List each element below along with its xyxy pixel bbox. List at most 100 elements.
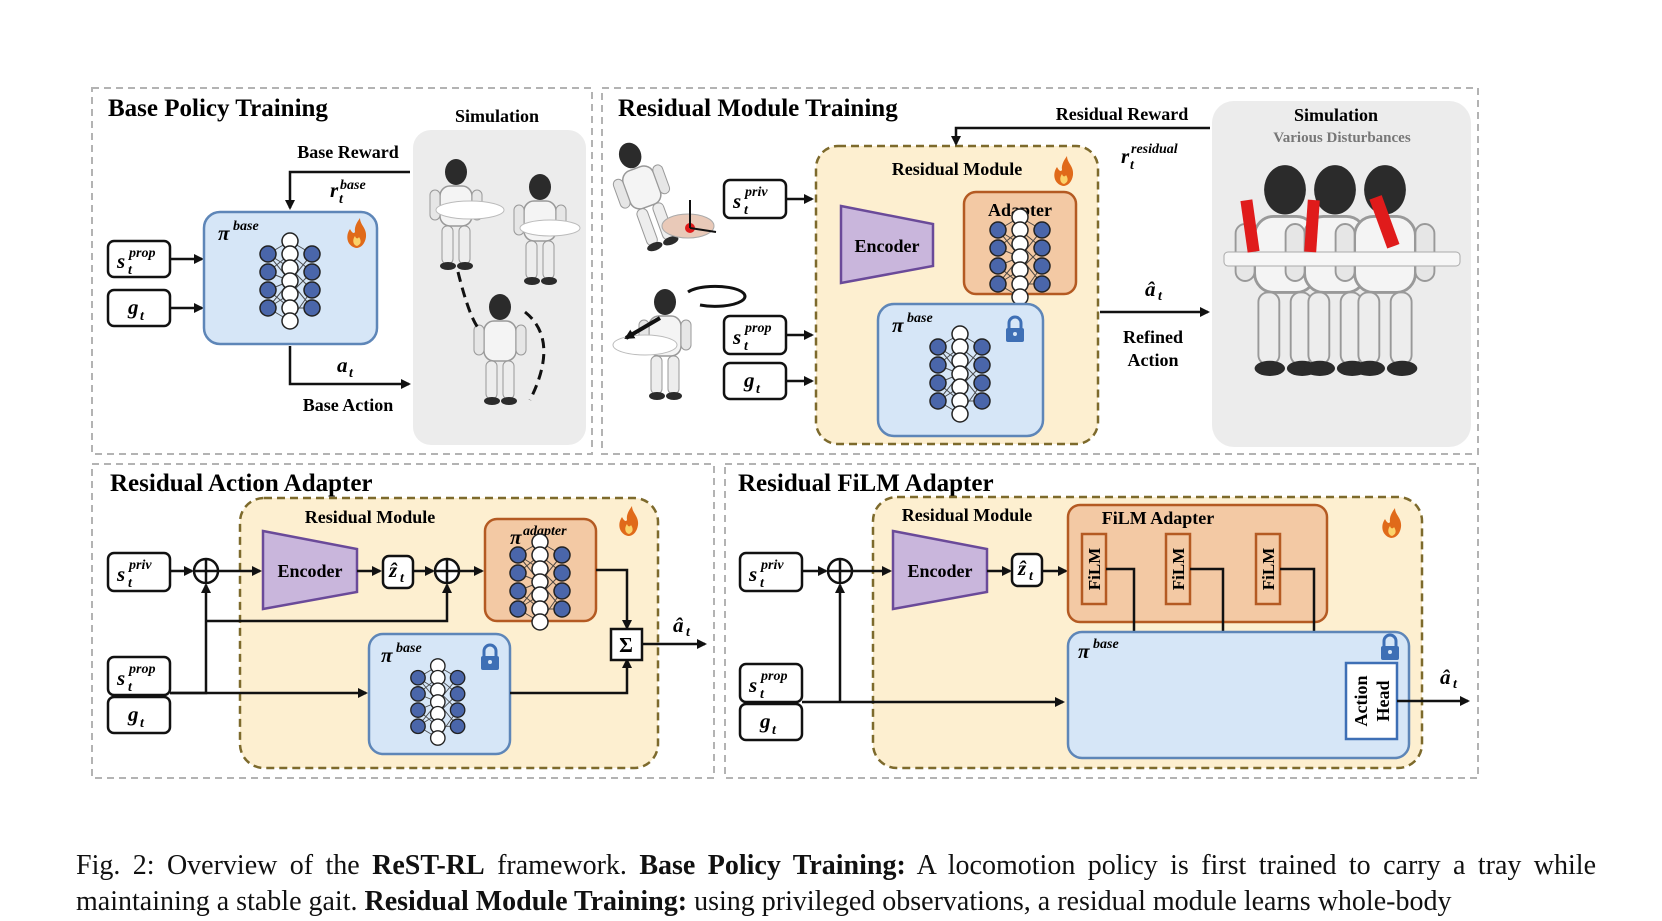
simulation-area-base [413,130,586,445]
simulation-label-residual: Simulation [1294,105,1378,125]
svg-text:base: base [907,311,933,326]
svg-text:t: t [128,263,133,278]
svg-text:t: t [744,203,749,218]
svg-text:FiLM Adapter: FiLM Adapter [1102,508,1215,528]
svg-text:π: π [381,643,393,667]
svg-text:prop: prop [128,662,155,677]
base-action-arrow [288,346,411,389]
panel-base-policy [91,87,593,455]
encoder-block [261,529,359,611]
svg-text:π: π [892,313,904,337]
svg-text:Encoder: Encoder [855,236,920,256]
svg-text:priv: priv [760,558,784,573]
svg-text:t: t [339,192,344,207]
film-block [1080,532,1108,606]
svg-text:t: t [756,382,761,397]
input-g [106,288,172,328]
svg-text:π: π [1078,639,1090,663]
svg-text:π: π [510,525,522,549]
simulation-label-base: Simulation [455,106,539,126]
panel-film-adapter [724,463,1479,779]
residual-reward-label: Residual Reward [1056,104,1189,124]
svg-text:s: s [732,325,741,349]
svg-text:t: t [744,339,749,354]
svg-text:π: π [218,221,230,245]
svg-text:Action: Action [1128,350,1179,370]
svg-text:t: t [1130,158,1135,173]
encoder-block [839,204,935,285]
svg-text:priv: priv [744,185,768,200]
svg-text:g: g [127,295,139,319]
base-reward-label: Base Reward [297,142,399,162]
residual-reward-arrow [951,126,1210,146]
svg-text:base: base [233,219,259,234]
film-block-label: FiLM [1169,548,1188,591]
svg-text:t: t [772,723,777,738]
svg-text:g: g [759,709,771,733]
panel-title-film-adapter: Residual FiLM Adapter [738,470,994,497]
svg-text:â: â [1440,665,1451,689]
latent-z-box [381,554,415,590]
svg-text:r: r [330,178,339,202]
residual-module-label: Residual Module [892,159,1023,179]
svg-text:priv: priv [128,558,152,573]
svg-text:t: t [1029,569,1034,584]
base-action-label: Base Action [303,395,394,415]
svg-text:prop: prop [760,669,787,684]
input-s-prop [106,655,172,697]
disturbance-force-bar [1240,199,1260,253]
svg-text:t: t [140,309,145,324]
svg-text:t: t [140,716,145,731]
input-g [106,695,172,735]
svg-text:t: t [128,576,133,591]
film-block [1254,532,1282,606]
svg-text:prop: prop [128,246,155,261]
input-g [738,702,804,742]
svg-text:Encoder: Encoder [278,561,343,581]
svg-text:a: a [337,353,348,377]
svg-text:t: t [349,366,354,381]
simulation-sublabel: Various Disturbances [1273,130,1411,146]
humanoid-robot-icon [600,133,689,258]
svg-text:t: t [760,687,765,702]
svg-text:Encoder: Encoder [908,561,973,581]
panel-title-base-policy: Base Policy Training [108,95,328,122]
svg-text:Σ: Σ [619,633,633,657]
panel-title-action-adapter: Residual Action Adapter [110,470,373,497]
film-block [1164,532,1192,606]
panel-title-residual-training: Residual Module Training [618,95,898,122]
svg-text:t: t [128,680,133,695]
svg-text:t: t [400,571,405,586]
svg-text:ẑ: ẑ [388,558,398,582]
svg-text:â: â [1145,277,1156,301]
refined-action-label: Refined [1123,327,1183,347]
svg-text:r: r [1121,144,1130,168]
svg-text:s: s [116,249,125,273]
svg-text:s: s [732,189,741,213]
svg-text:base: base [340,178,366,193]
svg-text:s: s [116,666,125,690]
svg-text:t: t [686,625,691,640]
film-block-label: FiLM [1259,548,1278,591]
svg-text:ẑ: ẑ [1017,556,1027,580]
svg-text:g: g [127,702,139,726]
input-s-prop [738,662,804,704]
policy-base-box [1066,630,1411,760]
svg-text:g: g [743,368,755,392]
svg-text:Residual Module: Residual Module [902,505,1033,525]
svg-text:t: t [1453,677,1458,692]
input-g [722,361,788,401]
svg-text:prop: prop [744,321,771,336]
disturbance-force-bar [1304,199,1320,253]
svg-text:Residual Module: Residual Module [305,507,436,527]
film-block-label: FiLM [1085,548,1104,591]
panel-residual-training [601,87,1479,455]
svg-text:base: base [396,641,422,656]
latent-z-box [1010,552,1044,588]
svg-text:Action: Action [1351,676,1371,727]
disturbance-force-bar [1369,195,1400,249]
svg-text:s: s [116,562,125,586]
svg-text:â: â [673,613,684,637]
encoder-block [891,529,989,611]
